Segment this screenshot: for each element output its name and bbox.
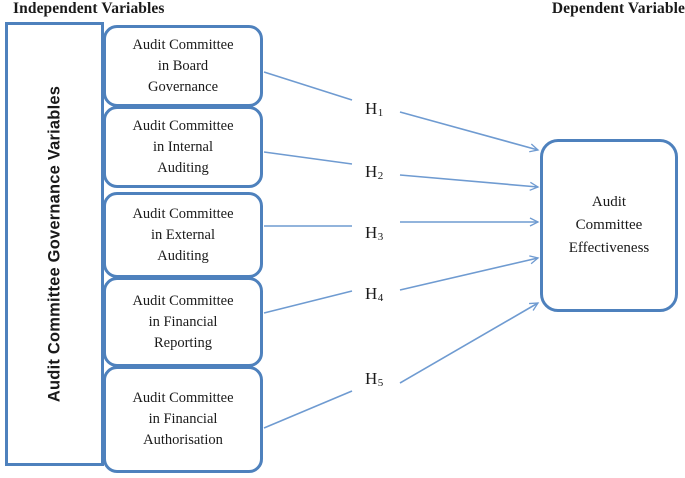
connector-h5-right: [399, 302, 540, 384]
iv-4-line-3: Reporting: [154, 334, 212, 351]
dependent-variable-heading: Dependent Variable: [551, 0, 685, 17]
iv-3-line-3: Auditing: [157, 247, 209, 264]
hypothesis-label-h3: H3: [358, 222, 390, 244]
connector-h1-left: [263, 71, 353, 101]
hypothesis-label-h2: H2: [358, 161, 390, 183]
h2-subscript: 2: [377, 170, 384, 182]
dv-line-3: Effectiveness: [568, 240, 650, 256]
dv-line-2: Committee: [575, 217, 643, 233]
independent-variable-label-3: Audit Committee in External Auditing: [124, 204, 241, 267]
independent-variable-label-2: Audit Committee in Internal Auditing: [124, 116, 241, 179]
independent-variable-box-1[interactable]: Audit Committee in Board Governance: [103, 25, 263, 107]
hypothesis-label-h1: H1: [358, 98, 390, 120]
h2-base: H: [365, 162, 378, 181]
iv-1-line-3: Governance: [147, 78, 219, 95]
iv-1-line-1: Audit Committee: [132, 36, 234, 53]
group-box-label: Audit Committee Governance Variables: [45, 85, 63, 403]
hypothesis-label-h5: H5: [358, 368, 390, 390]
iv-2-line-1: Audit Committee: [132, 117, 234, 134]
iv-5-line-1: Audit Committee: [132, 390, 234, 406]
iv-4-line-1: Audit Committee: [132, 292, 234, 309]
iv-5-line-3: Authorisation: [143, 432, 223, 448]
h1-base: H: [365, 99, 378, 118]
independent-variable-box-2[interactable]: Audit Committee in Internal Auditing: [103, 106, 263, 188]
h3-base: H: [365, 223, 378, 242]
connector-h2-right: [399, 174, 540, 191]
connector-h5-left: [263, 390, 353, 429]
independent-variable-label-1: Audit Committee in Board Governance: [124, 35, 241, 98]
independent-variable-box-5[interactable]: Audit Committee in Financial Authorisati…: [103, 366, 263, 473]
h3-subscript: 3: [377, 231, 384, 243]
connector-h2-left: [263, 151, 353, 165]
iv-2-line-3: Auditing: [157, 159, 209, 176]
h5-base: H: [365, 369, 378, 388]
dependent-variable-label: Audit Committee Effectiveness: [569, 191, 650, 260]
hypothesis-label-h4: H4: [358, 283, 390, 305]
iv-4-line-2: in Financial: [148, 313, 218, 330]
dv-line-1: Audit: [591, 194, 627, 210]
independent-variable-box-3[interactable]: Audit Committee in External Auditing: [103, 192, 263, 278]
h1-subscript: 1: [377, 107, 384, 119]
iv-5-line-2: in Financial: [148, 411, 218, 427]
iv-3-line-1: Audit Committee: [132, 205, 234, 222]
connector-h4-right: [399, 255, 540, 291]
connector-h1-right: [399, 111, 540, 153]
iv-1-line-2: in Board: [157, 57, 209, 74]
iv-2-line-2: in Internal: [153, 138, 213, 155]
iv-3-line-2: in External: [150, 226, 216, 243]
independent-variable-label-5: Audit Committee in Financial Authorisati…: [124, 388, 241, 451]
h4-base: H: [365, 284, 378, 303]
connector-h4-left: [263, 290, 353, 314]
dependent-variable-box[interactable]: Audit Committee Effectiveness: [540, 139, 678, 312]
independent-variable-box-4[interactable]: Audit Committee in Financial Reporting: [103, 277, 263, 367]
h4-subscript: 4: [377, 292, 384, 304]
independent-variables-heading: Independent Variables: [13, 0, 165, 17]
audit-committee-governance-variables-group: Audit Committee Governance Variables: [5, 22, 104, 466]
independent-variable-label-4: Audit Committee in Financial Reporting: [124, 291, 241, 354]
h5-subscript: 5: [377, 377, 384, 389]
